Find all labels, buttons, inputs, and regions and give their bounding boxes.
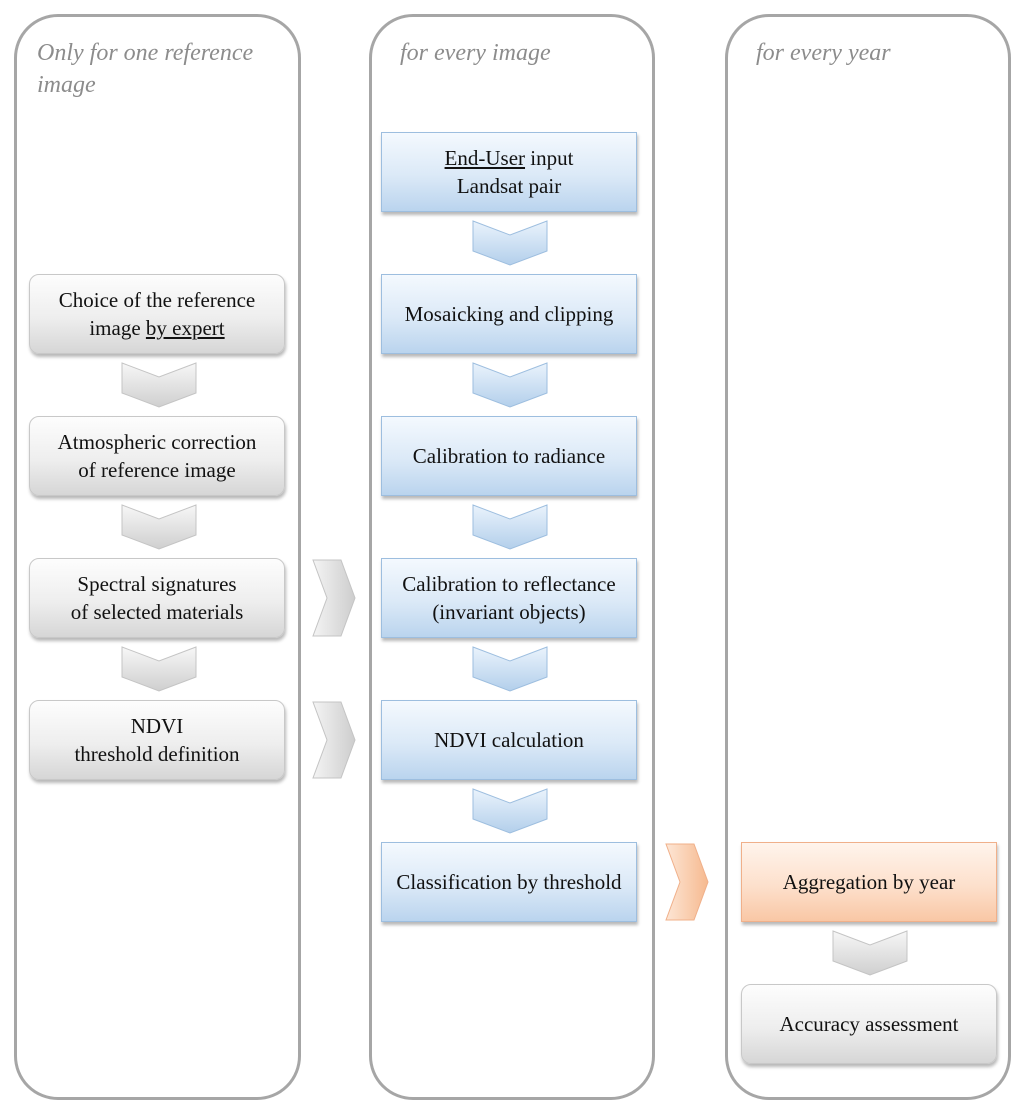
chevron-down-icon — [472, 504, 548, 550]
step-calibration-reflectance: Calibration to reflectance (invariant ob… — [381, 558, 637, 638]
step-aggregation-label: Aggregation by year — [782, 870, 956, 894]
step-spectral-signatures: Spectral signatures of selected material… — [29, 558, 285, 638]
step-atmospheric-correction: Atmospheric correction of reference imag… — [29, 416, 285, 496]
lane-every-image-title: for every image — [400, 40, 551, 66]
chevron-right-icon — [312, 559, 356, 637]
step-mosaicking-label: Mosaicking and clipping — [404, 302, 614, 326]
step-mosaicking: Mosaicking and clipping — [381, 274, 637, 354]
step-ndvi-calculation: NDVI calculation — [381, 700, 637, 780]
chevron-right-icon — [665, 843, 709, 921]
step-ndvi-threshold-line2: threshold definition — [74, 742, 240, 766]
step-radiance-label: Calibration to radiance — [412, 444, 606, 468]
chevron-down-icon — [472, 362, 548, 408]
step-reflectance-line1: Calibration to reflectance — [402, 572, 616, 596]
step-choice-underlined: by expert — [145, 316, 225, 340]
step-classification-label: Classification by threshold — [396, 870, 622, 894]
step-ndvi-calc-label: NDVI calculation — [434, 728, 584, 752]
step-atmospheric-line2: of reference image — [78, 458, 236, 482]
chevron-down-icon — [121, 362, 197, 408]
chevron-down-icon — [121, 504, 197, 550]
chevron-down-icon — [472, 220, 548, 266]
lane-every-year-title: for every year — [756, 40, 891, 66]
chevron-right-icon — [312, 701, 356, 779]
chevron-down-icon — [832, 930, 908, 976]
step-spectral-line1: Spectral signatures — [77, 572, 237, 596]
step-classification: Classification by threshold — [381, 842, 637, 922]
step-calibration-radiance: Calibration to radiance — [381, 416, 637, 496]
step-spectral-line2: of selected materials — [70, 600, 244, 624]
lane-reference: Only for one reference image — [14, 14, 301, 1100]
step-input-underlined: End-User — [444, 146, 526, 170]
step-choice-line2: image — [89, 316, 146, 340]
step-ndvi-threshold: NDVI threshold definition — [29, 700, 285, 780]
step-accuracy-label: Accuracy assessment — [779, 1012, 959, 1036]
step-accuracy-assessment: Accuracy assessment — [741, 984, 997, 1064]
step-end-user-input: End-User input Landsat pair — [381, 132, 637, 212]
step-input-line2: Landsat pair — [456, 174, 562, 198]
step-aggregation: Aggregation by year — [741, 842, 997, 922]
chevron-down-icon — [472, 788, 548, 834]
step-atmospheric-line1: Atmospheric correction — [57, 430, 257, 454]
chevron-down-icon — [121, 646, 197, 692]
step-choice-line1: Choice of the reference — [58, 288, 256, 312]
lane-reference-title: Only for one reference image — [37, 40, 254, 98]
chevron-down-icon — [472, 646, 548, 692]
step-ndvi-threshold-line1: NDVI — [130, 714, 184, 738]
step-input-line1: input — [525, 146, 574, 170]
step-choice-reference: Choice of the reference image by expert — [29, 274, 285, 354]
step-reflectance-line2: (invariant objects) — [432, 600, 586, 624]
